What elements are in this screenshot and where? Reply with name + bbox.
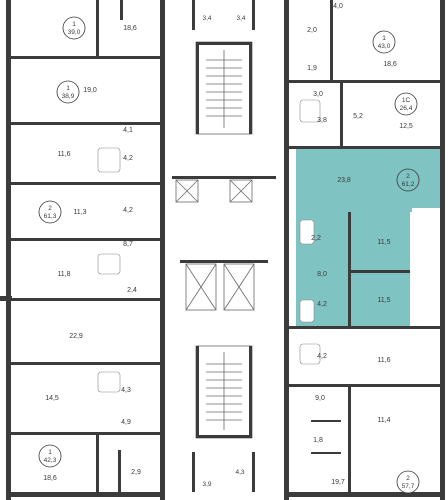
svg-text:1: 1 — [72, 21, 76, 28]
svg-text:57,7: 57,7 — [402, 483, 415, 490]
room-area: 23,8 — [337, 177, 351, 184]
svg-text:42,3: 42,3 — [44, 457, 57, 464]
room-area: 11,3 — [73, 209, 86, 216]
room-area: 5,2 — [353, 113, 363, 120]
room-area: 11,8 — [57, 271, 70, 278]
room-labels-left: 18,6 19,0 4,1 11,6 4,2 11,3 4,2 8,7 11,8… — [43, 25, 141, 482]
room-area: 4,9 — [121, 419, 131, 426]
room-area: 11,5 — [377, 297, 390, 304]
room-area: 1,8 — [313, 437, 323, 444]
room-area: 18,6 — [383, 61, 397, 68]
apartment-badge-right-4[interactable]: 2 57,7 — [396, 470, 420, 494]
left-block-walls — [11, 0, 160, 492]
svg-text:39,0: 39,0 — [68, 29, 81, 36]
room-area: 3,4 — [236, 15, 245, 22]
room-area: 4,3 — [121, 387, 131, 394]
right-block-walls — [289, 0, 440, 492]
apartment-badge-left-1[interactable]: 1 39,0 — [62, 16, 86, 40]
room-area: 3,8 — [317, 117, 327, 124]
room-labels-right: 4,0 2,0 18,6 1,9 3,0 3,8 5,2 12,5 23,8 2… — [307, 3, 413, 486]
svg-text:2: 2 — [48, 205, 52, 212]
room-area: 1,9 — [307, 65, 317, 72]
room-labels-core: 3,4 3,4 3,9 4,3 — [202, 15, 245, 488]
svg-text:2: 2 — [406, 173, 410, 180]
room-area: 3,0 — [313, 91, 323, 98]
room-area: 18,6 — [43, 475, 57, 482]
apartment-badge-right-1[interactable]: 1 43,0 — [372, 30, 396, 54]
svg-text:1: 1 — [382, 35, 386, 42]
room-area: 14,5 — [45, 395, 59, 402]
room-area: 2,4 — [127, 287, 137, 294]
svg-text:1С: 1С — [402, 97, 411, 104]
room-area: 4,1 — [123, 127, 133, 134]
room-area: 11,5 — [377, 239, 390, 246]
svg-text:1: 1 — [66, 85, 70, 92]
room-area: 4,3 — [235, 469, 244, 476]
svg-text:61,3: 61,3 — [44, 213, 57, 220]
room-area: 4,2 — [123, 207, 133, 214]
room-area: 11,4 — [377, 417, 390, 424]
svg-text:1: 1 — [48, 449, 52, 456]
room-area: 18,6 — [123, 25, 137, 32]
room-area: 8,0 — [317, 271, 327, 278]
room-area: 11,6 — [57, 151, 70, 158]
apartment-badge-left-4[interactable]: 1 42,3 — [38, 444, 62, 468]
core — [172, 0, 276, 492]
apartment-badge-right-2[interactable]: 1С 26,4 — [394, 92, 418, 116]
svg-text:38,9: 38,9 — [62, 93, 75, 100]
apartment-badge-right-3[interactable]: 2 61,2 — [396, 168, 420, 192]
svg-text:26,4: 26,4 — [400, 105, 413, 112]
room-area: 19,0 — [83, 87, 97, 94]
fixtures — [97, 99, 321, 393]
room-area: 9,0 — [315, 395, 325, 402]
room-area: 19,7 — [331, 479, 345, 486]
room-area: 2,9 — [131, 469, 141, 476]
highlighted-apartment[interactable] — [296, 148, 440, 326]
svg-text:61,2: 61,2 — [402, 181, 415, 188]
room-area: 4,0 — [333, 3, 343, 10]
room-area: 2,0 — [307, 27, 317, 34]
room-area: 8,7 — [123, 241, 133, 248]
room-area: 4,2 — [317, 301, 327, 308]
room-area: 3,9 — [202, 481, 211, 488]
room-area: 3,4 — [202, 15, 211, 22]
svg-text:43,0: 43,0 — [378, 43, 391, 50]
apartment-badge-left-3[interactable]: 2 61,3 — [38, 200, 62, 224]
room-area: 11,6 — [377, 357, 390, 364]
room-area: 2,2 — [311, 235, 321, 242]
svg-text:2: 2 — [406, 475, 410, 482]
room-area: 12,5 — [399, 123, 413, 130]
apartment-badge-left-2[interactable]: 1 38,9 — [56, 80, 80, 104]
room-area: 22,9 — [69, 333, 83, 340]
room-area: 4,2 — [123, 155, 133, 162]
room-area: 4,2 — [317, 353, 327, 360]
